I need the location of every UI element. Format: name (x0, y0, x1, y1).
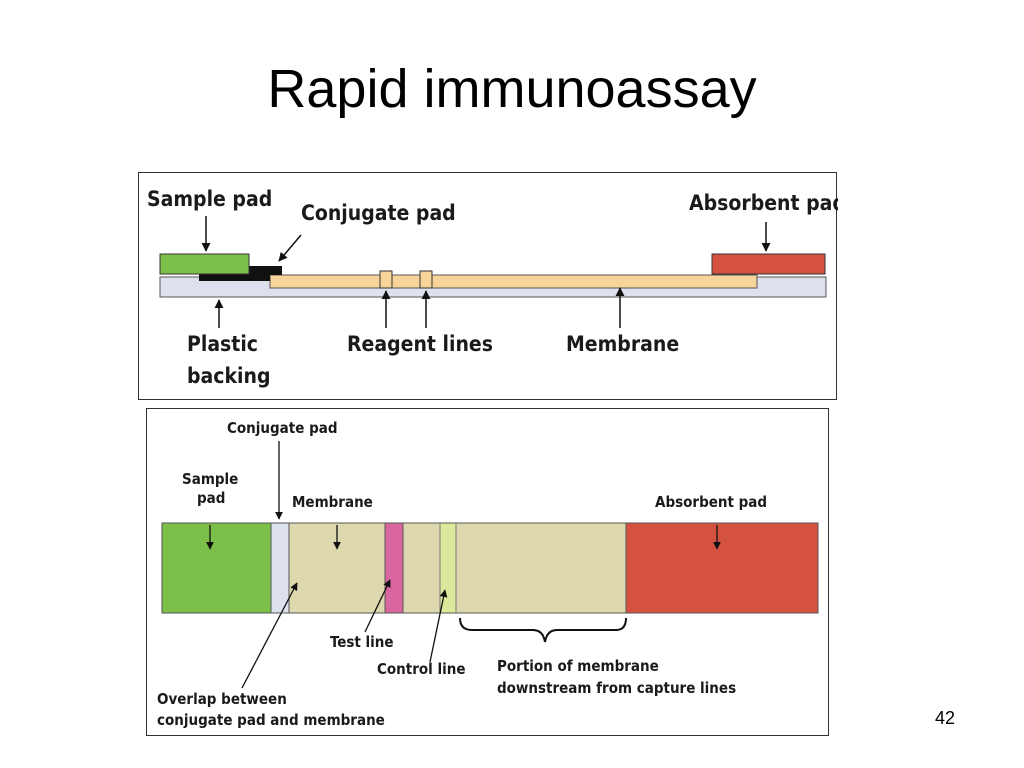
slide-number: 42 (935, 708, 956, 728)
label-control-line: Control line (377, 660, 466, 678)
label-downstream-2: downstream from capture lines (497, 679, 736, 697)
label-test-line: Test line (330, 633, 394, 651)
reagent-line-2 (419, 270, 433, 289)
reagent-line-1 (379, 270, 393, 289)
arrow-overlap (241, 582, 298, 689)
conjugate-pad-top (271, 523, 289, 613)
strip-top-view-panel: Conjugate pad Sample pad Membrane Absorb… (146, 408, 829, 736)
label-absorbent-pad: Absorbent pad (689, 191, 838, 215)
label-absorbent-pad-top: Absorbent pad (655, 493, 767, 511)
arrow-test-line (364, 579, 391, 633)
arrow-conjugate-pad (278, 234, 302, 262)
label-sample-pad-top-2: pad (197, 489, 225, 507)
test-line-top (385, 523, 403, 613)
label-reagent-lines: Reagent lines (347, 332, 493, 356)
label-conjugate-pad: Conjugate pad (301, 201, 456, 225)
label-overlap-1: Overlap between (157, 690, 287, 708)
absorbent-pad-side (711, 253, 826, 275)
label-plastic-backing-2: backing (187, 364, 270, 388)
brace-downstream (459, 617, 627, 643)
sample-pad-side (159, 253, 250, 275)
label-sample-pad: Sample pad (147, 187, 272, 211)
membrane-side (269, 274, 758, 289)
strip-side-view-diagram: Sample pad Conjugate pad Absorbent pad P… (147, 187, 838, 388)
label-plastic-backing-1: Plastic (187, 332, 258, 356)
label-overlap-2: conjugate pad and membrane (157, 711, 385, 729)
absorbent-pad-top (626, 523, 818, 613)
label-downstream-1: Portion of membrane (497, 657, 659, 675)
sample-pad-top (162, 523, 271, 613)
label-membrane-top: Membrane (292, 493, 373, 511)
strip-outline (161, 522, 819, 614)
membrane-top (289, 523, 626, 613)
arrow-control-line (429, 589, 448, 663)
slide-title: Rapid immunoassay (267, 59, 757, 119)
strip-top-view-diagram: Conjugate pad Sample pad Membrane Absorb… (157, 419, 819, 729)
strip-side-view-panel: Sample pad Conjugate pad Absorbent pad P… (138, 172, 838, 400)
label-membrane: Membrane (566, 332, 679, 356)
label-conjugate-pad-top: Conjugate pad (227, 419, 338, 437)
label-sample-pad-top-1: Sample (182, 470, 238, 488)
